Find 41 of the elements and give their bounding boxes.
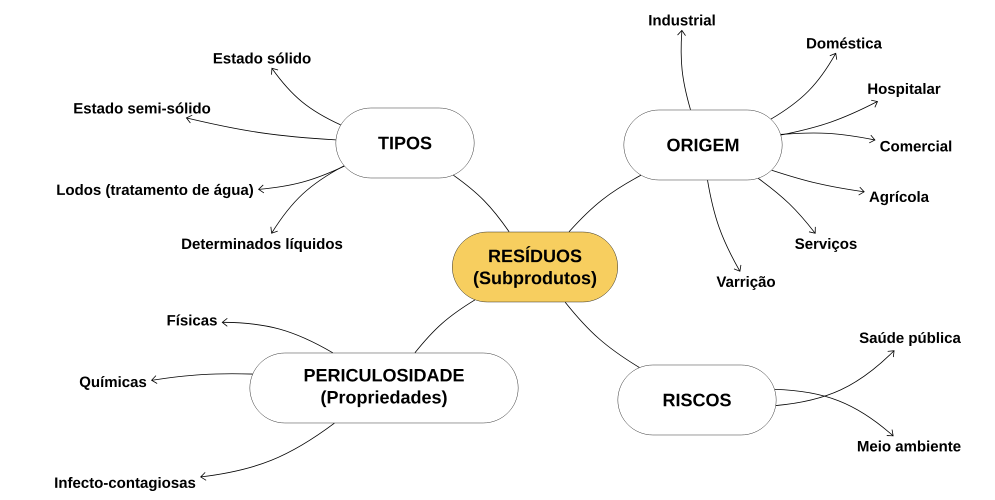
topic-box: PERICULOSIDADE (Propriedades) (250, 352, 518, 424)
connector-line (414, 300, 476, 354)
arrow (677, 30, 691, 110)
connector-line (564, 302, 640, 368)
arrow (770, 52, 838, 120)
item-label: Comercial (880, 140, 952, 152)
arrow (271, 68, 342, 126)
connector-line (568, 174, 642, 232)
item-label: Agrícola (869, 190, 930, 206)
item-label: Hospitalar (868, 83, 940, 97)
arrow (771, 170, 865, 196)
item-label: Estado semi-sólido (74, 102, 210, 114)
item-label: Serviços (795, 238, 857, 252)
topic-box: TIPOS (336, 108, 474, 178)
topic-box: RISCOS (618, 364, 776, 436)
arrow (200, 422, 335, 481)
arrow (222, 318, 334, 354)
arrow (780, 100, 878, 136)
item-label: Saúde pública (860, 332, 961, 346)
item-label: Estado sólido (214, 52, 311, 64)
topic-box: ORIGEM (624, 110, 782, 180)
item-label: Físicas (168, 314, 217, 326)
item-label: Determinados líquidos (182, 238, 342, 252)
arrow (150, 373, 253, 384)
item-label: Meio ambiente (858, 440, 961, 452)
arrow (707, 180, 742, 272)
arrow (758, 178, 816, 234)
arrow (186, 114, 336, 140)
item-label: Varrição (716, 276, 776, 290)
arrow (270, 165, 344, 234)
item-label: Químicas (80, 376, 146, 390)
item-label: Industrial (649, 14, 715, 26)
arrow (258, 166, 345, 194)
item-label: Infecto-contagiosas (55, 476, 196, 492)
arrow (776, 350, 894, 406)
item-label: Doméstica (807, 37, 882, 49)
arrow (780, 132, 876, 144)
central-topic-box: RESÍDUOS (Subprodutos) (452, 232, 618, 302)
connector-line (453, 174, 510, 232)
item-label: Lodos (tratamento de água) (57, 184, 254, 198)
arrow (774, 389, 894, 436)
